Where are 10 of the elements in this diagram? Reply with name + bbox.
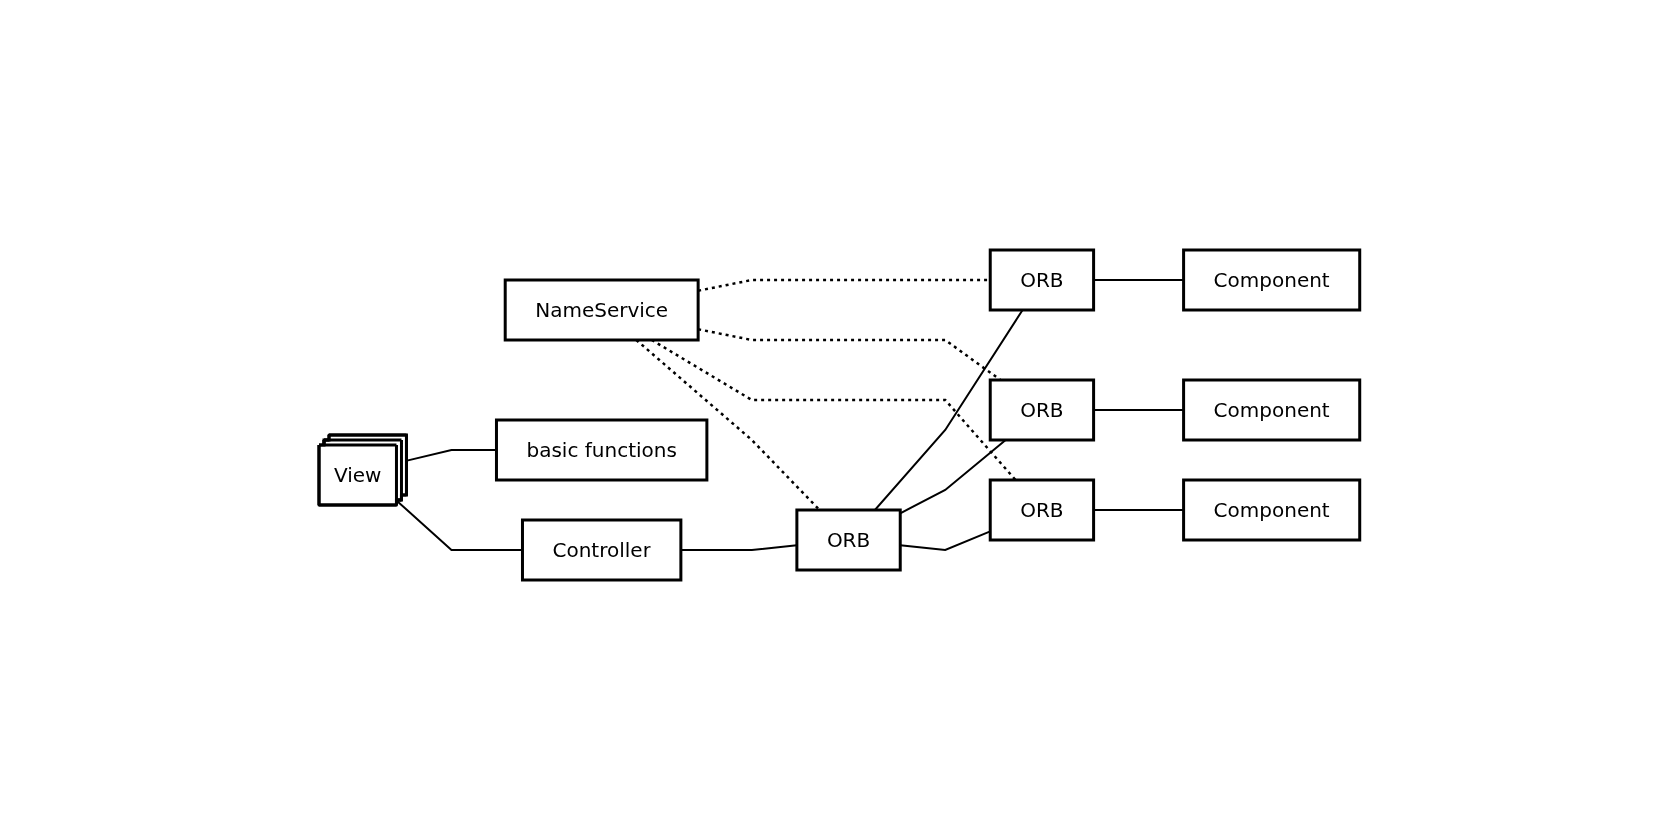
node-box: Component — [1182, 248, 1362, 312]
node-box: ORB — [988, 378, 1096, 442]
node-box: NameService — [503, 278, 700, 342]
node-box: Component — [1182, 478, 1362, 542]
node-box: basic functions — [495, 418, 709, 482]
node-box: ORB — [988, 248, 1096, 312]
node-box: Controller — [521, 518, 683, 582]
node-box: ORB — [795, 508, 902, 572]
node-box: ORB — [988, 478, 1096, 542]
node-box: Component — [1182, 378, 1362, 442]
